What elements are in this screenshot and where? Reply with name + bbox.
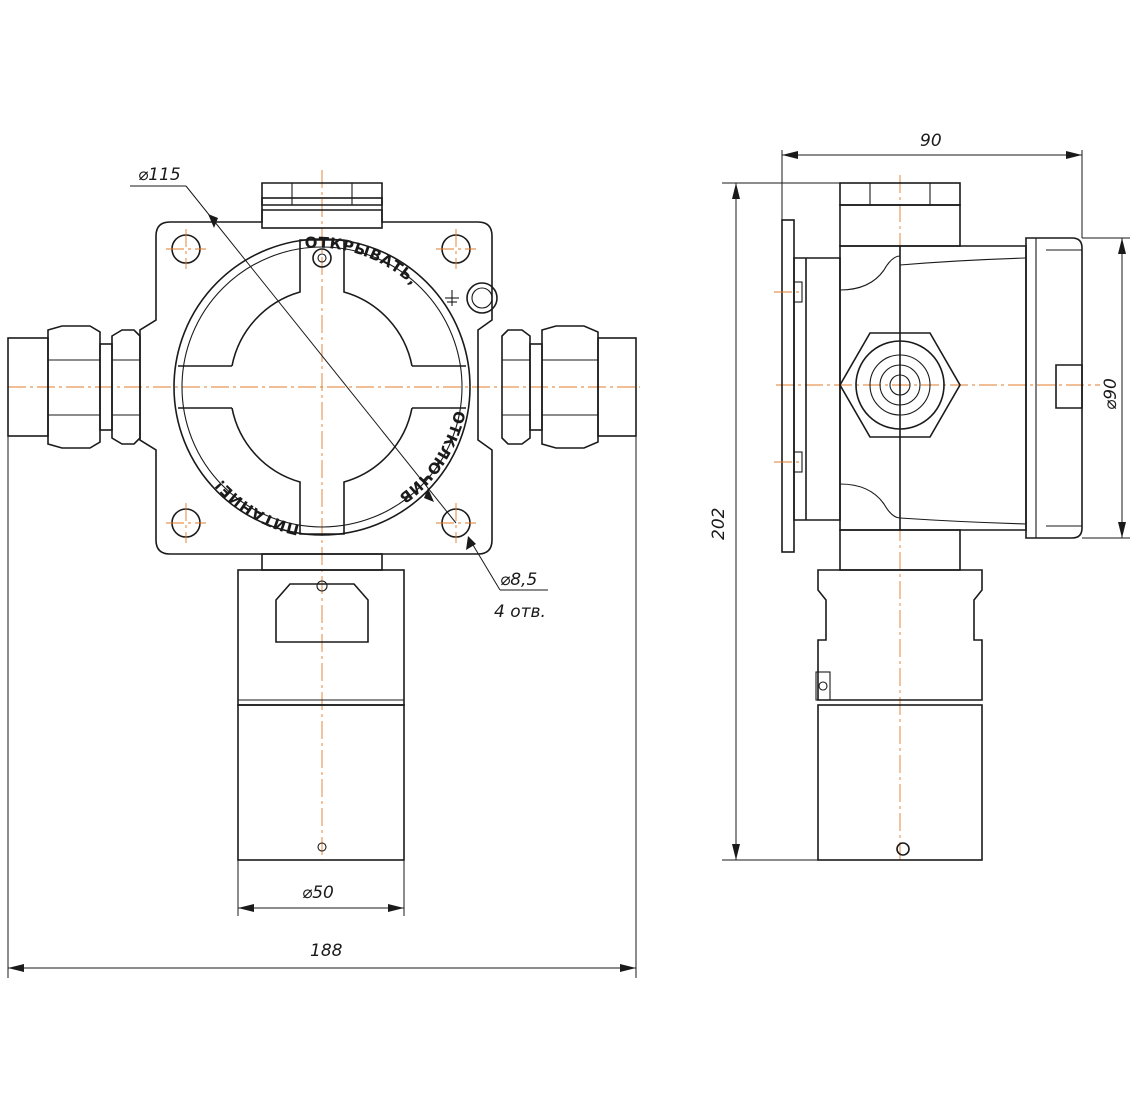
left-cable-gland (7, 325, 141, 449)
dim-depth-label: 90 (920, 131, 942, 151)
dim-sensor-diameter: ⌀50 (237, 860, 405, 916)
dim-height-label: 202 (709, 508, 729, 540)
dim-bolt-circle-label: ⌀115 (138, 165, 181, 185)
mounting-plate (139, 209, 493, 555)
right-cable-gland (501, 325, 637, 449)
side-cover (1025, 237, 1083, 539)
cover-text-power: ПИТАНИЕ! (211, 476, 301, 539)
dim-hole-label: ⌀8,5 (500, 570, 537, 590)
front-view: ОТКРЫВАТЬ, ОТКЛЮЧИВ ПИТАНИЕ! ⌀115 (7, 165, 640, 978)
cover-text-disconnect: ОТКЛЮЧИВ (396, 409, 469, 507)
dim-overall-width: 188 (7, 436, 637, 978)
dim-width-label: 188 (310, 941, 343, 961)
dim-cover-label: ⌀90 (1101, 378, 1121, 410)
side-sensor (815, 529, 983, 861)
dim-sensor-label: ⌀50 (302, 883, 334, 903)
dim-cover-diameter: ⌀90 (1082, 237, 1130, 539)
dim-hole-count-label: 4 отв. (494, 602, 546, 622)
mounting-holes (166, 229, 476, 543)
side-top-fitting (839, 182, 961, 247)
side-mounting-plate (774, 219, 803, 553)
dim-side-depth: 90 (781, 131, 1083, 238)
side-view: 90 202 ⌀90 (709, 131, 1130, 862)
ground-terminal (445, 282, 498, 314)
dim-bolt-circle: ⌀115 (130, 165, 457, 524)
side-body (793, 245, 1027, 531)
dim-hole: ⌀8,5 4 отв. (466, 536, 548, 622)
sensor-housing (237, 553, 405, 861)
side-cable-gland (839, 332, 961, 438)
top-fitting (261, 182, 383, 229)
dim-overall-height: 202 (709, 182, 840, 861)
